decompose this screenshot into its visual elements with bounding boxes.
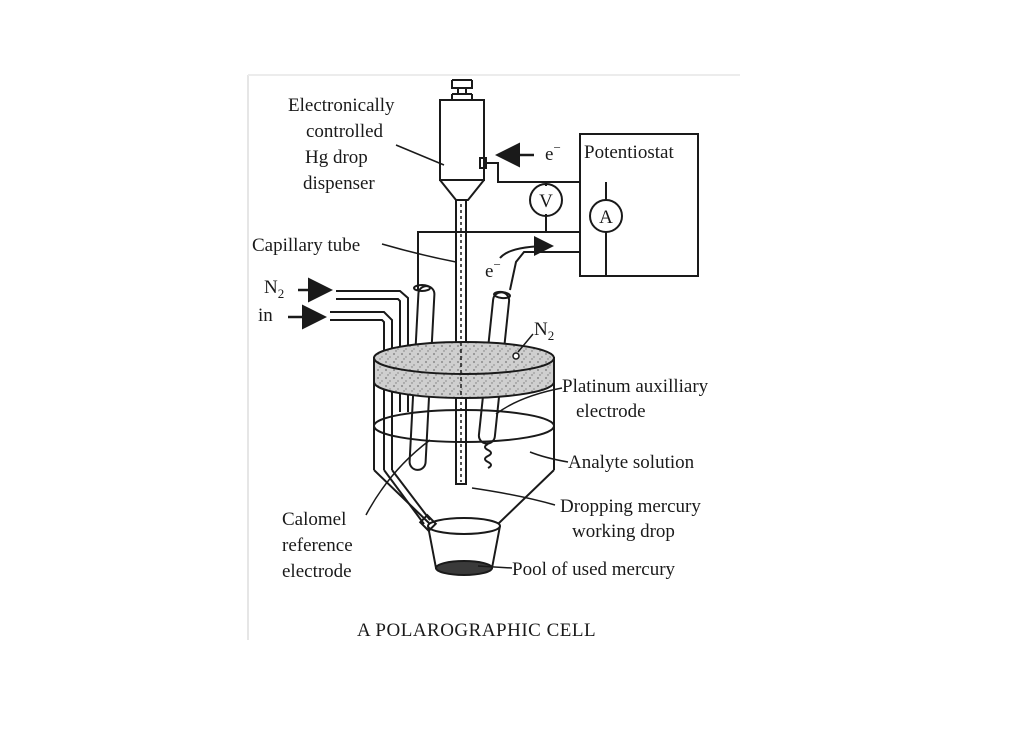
electron-label-top: e− [545,140,561,165]
ammeter-label: A [599,207,613,228]
figure-caption: A POLAROGRAPHIC CELL [357,620,596,641]
dispenser-label-line1: Electronically [288,95,395,116]
dispenser-label-line4: dispenser [303,173,375,194]
solution-surface [373,409,555,443]
hg-drop-dispenser [439,79,487,201]
voltmeter-label: V [539,191,553,212]
potentiostat-label: Potentiostat [584,142,674,163]
voltmeter: V [529,183,563,217]
platinum-label-line2: electrode [576,401,646,422]
cell-lid [373,341,555,399]
capillary-label: Capillary tube [252,235,360,256]
analyte-label: Analyte solution [568,452,695,473]
n2-in-label: in [258,305,273,326]
dropping-label-line1: Dropping mercury [560,496,701,517]
calomel-label-line3: electrode [282,561,352,582]
platinum-label-line1: Platinum auxilliary [562,376,709,397]
calomel-label-line2: reference [282,535,353,556]
n2-label: N2 [264,277,284,301]
ammeter: A [589,199,623,233]
calomel-label-line1: Calomel [282,509,346,530]
electron-flow-arrow-mid [499,236,554,259]
potentiostat-box [579,133,699,277]
n2-outlet-label: N2 [534,319,554,343]
cell-body [373,382,555,576]
dispenser-label-line3: Hg drop [305,147,368,168]
electron-label-mid: e− [485,257,501,282]
mercury-pool [435,560,493,576]
pool-label: Pool of used mercury [512,559,676,580]
dropping-label-line2: working drop [572,521,675,542]
leader-lines [365,144,569,569]
dispenser-label-line2: controlled [306,121,384,142]
